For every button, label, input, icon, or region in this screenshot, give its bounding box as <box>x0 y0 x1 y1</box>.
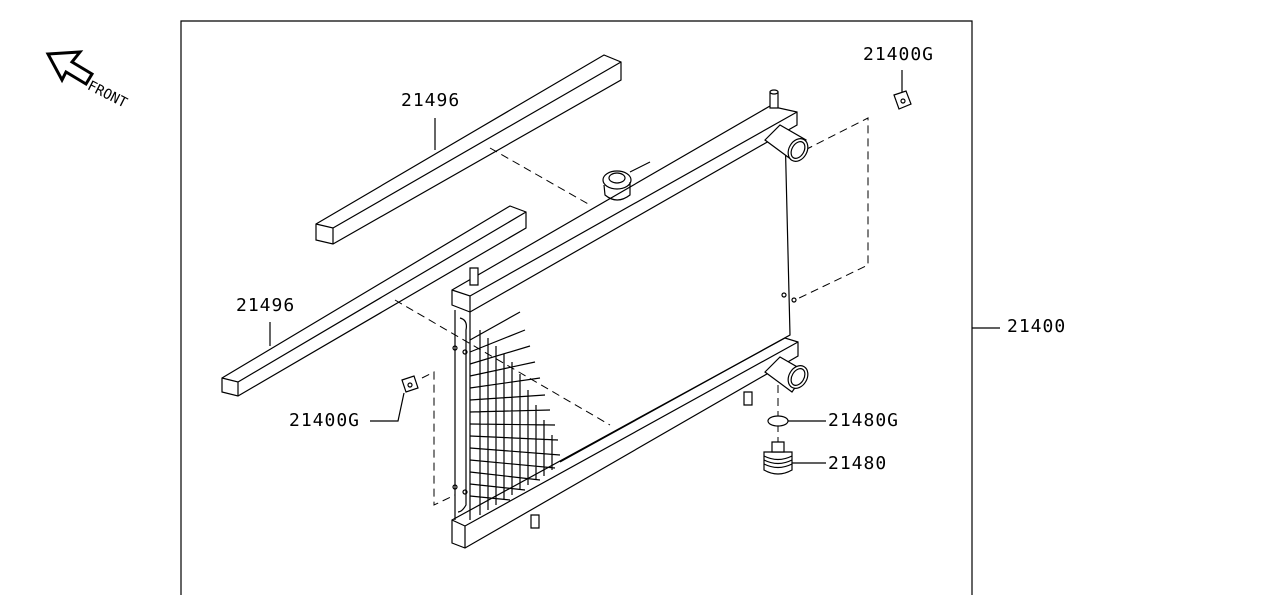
drain-gasket-part <box>767 415 789 427</box>
diagram-frame <box>180 20 973 595</box>
drain-plug-part <box>763 441 793 475</box>
radiator-part <box>451 89 809 549</box>
lower-bracket-part <box>401 375 419 393</box>
upper-bracket-part <box>893 90 912 110</box>
part-label-drain-gasket[interactable]: 21480G <box>828 410 900 431</box>
part-label-lower-bracket[interactable]: 21400G <box>289 410 361 431</box>
front-arrow-icon <box>45 50 95 87</box>
part-label-upper-bracket[interactable]: 21400G <box>863 44 935 65</box>
part-label-lower-cushion[interactable]: 21496 <box>236 295 296 316</box>
part-label-radiator[interactable]: 21400 <box>1007 316 1067 337</box>
upper-cushion-part <box>315 54 622 245</box>
lower-cushion-part <box>221 205 527 397</box>
part-label-drain-plug[interactable]: 21480 <box>828 453 888 474</box>
part-label-upper-cushion[interactable]: 21496 <box>401 90 461 111</box>
